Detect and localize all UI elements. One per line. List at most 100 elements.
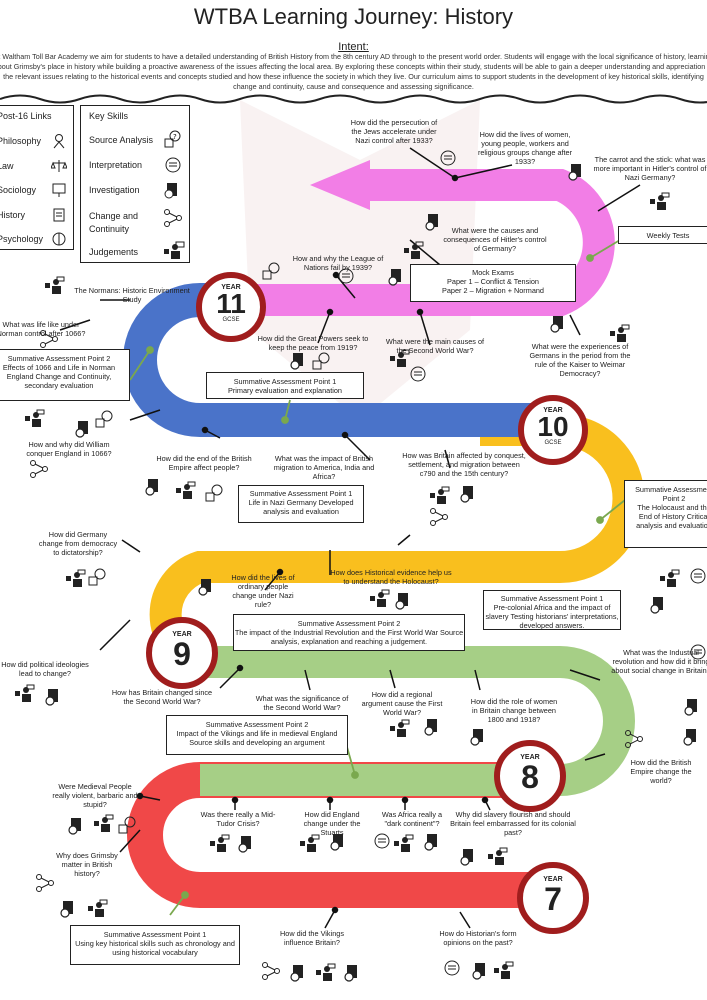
intent-heading: Intent: <box>338 41 369 53</box>
investigation-icon <box>684 698 698 716</box>
judgements-icon <box>299 834 320 853</box>
skill-change-continuity: Change and Continuity <box>89 211 139 234</box>
judgements-icon <box>209 834 230 853</box>
source-analysis-icon <box>118 816 136 834</box>
question-vikings: How did the Vikings influence Britain? <box>280 929 344 947</box>
question-dark-continent: Was Africa really a "dark continent"? <box>381 810 443 828</box>
investigation-icon <box>460 848 474 866</box>
investigation-icon <box>425 213 439 231</box>
change-continuity-icon <box>40 330 58 348</box>
link-sociology: Sociology <box>0 185 37 195</box>
question-end-empire: How did the end of the British Empire af… <box>156 454 252 472</box>
question-persecution-jews: How did the persecution of the Jews acce… <box>350 118 438 145</box>
question-slavery: Why did slavery flourish and should Brit… <box>450 810 576 837</box>
investigation-icon <box>344 964 358 982</box>
svg-text:?: ? <box>173 133 177 141</box>
judgements-icon <box>164 241 185 259</box>
judgements-icon <box>609 324 630 343</box>
judgements-icon <box>44 276 65 295</box>
wavy-divider <box>0 94 707 104</box>
investigation-icon <box>68 817 82 835</box>
investigation-icon <box>330 833 344 851</box>
question-stuarts: How did England change under the Stuarts <box>303 810 361 837</box>
question-germany-dictatorship: How did Germany change from democracy to… <box>38 530 118 557</box>
link-psychology: Psychology <box>0 234 44 244</box>
judgements-icon <box>315 963 336 982</box>
judgements-icon <box>389 719 410 738</box>
year-11-badge: YEAR 11 GCSE <box>196 272 266 342</box>
question-holocaust-evidence: How does Historical evidence help us to … <box>330 568 452 586</box>
question-ww2-significance: What was the significance of the Second … <box>255 694 349 712</box>
interpretation-icon <box>410 366 426 382</box>
question-industrial-revolution: What was the Industrial revolution and h… <box>611 648 707 675</box>
judgements-icon <box>487 847 508 866</box>
link-law: Law <box>0 161 14 171</box>
question-great-powers: How did the Great Powers seek to keep th… <box>257 334 369 352</box>
interpretation-icon <box>690 644 706 660</box>
scroll-icon <box>53 208 65 222</box>
judgements-icon <box>389 349 410 368</box>
judgements-icon <box>659 569 680 588</box>
question-mid-tudor: Was there really a Mid-Tudor Crisis? <box>200 810 276 828</box>
skill-source-analysis: Source Analysis <box>89 135 154 145</box>
link-history: History <box>0 210 26 220</box>
judgements-icon <box>14 684 35 703</box>
question-british-migration: What was the impact of British migration… <box>273 454 375 481</box>
key-skills-title: Key Skills <box>89 111 129 121</box>
question-ww2-causes: What were the main causes of the Second … <box>385 337 485 355</box>
question-hitler-causes: What were the causes and consequences of… <box>443 226 547 253</box>
judgements-icon <box>175 481 196 500</box>
investigation-icon <box>424 718 438 736</box>
question-normans-environment: The Normans: Historic Environment Study <box>74 286 190 304</box>
question-role-women: How did the role of women in Britain cha… <box>470 697 558 724</box>
source-analysis-icon <box>312 352 330 370</box>
interpretation-icon <box>374 833 390 849</box>
investigation-icon <box>60 900 74 918</box>
investigation-icon <box>238 835 252 853</box>
investigation-icon <box>650 596 664 614</box>
change-continuity-icon <box>30 460 48 478</box>
question-grimsby: Why does Grimsby matter in British histo… <box>56 851 118 878</box>
question-medieval-people: Were Medieval People really violent, bar… <box>52 782 138 809</box>
judgements-icon <box>87 899 108 918</box>
investigation-icon <box>145 478 159 496</box>
change-continuity-icon <box>164 209 182 227</box>
key-skills-panel: Key Skills Source Analysis Interpretatio… <box>80 105 190 263</box>
judgements-icon <box>493 961 514 980</box>
investigation-icon <box>472 962 486 980</box>
investigation-icon <box>568 163 582 181</box>
change-continuity-icon <box>36 874 54 892</box>
judgements-icon <box>393 834 414 853</box>
skill-interpretation: Interpretation <box>89 160 143 170</box>
source-analysis-icon <box>95 410 113 428</box>
skill-judgements: Judgements <box>89 247 139 257</box>
weekly-tests-box: Weekly Tests <box>618 226 707 244</box>
investigation-icon <box>164 183 177 199</box>
question-carrot-stick: The carrot and the stick: what was more … <box>593 155 707 182</box>
brain-icon <box>52 232 66 246</box>
source-analysis-icon <box>88 568 106 586</box>
year-9-badge: YEAR 9 <box>146 617 218 689</box>
question-historians: How do Historian's form opinions on the … <box>439 929 517 947</box>
question-norman-control: What was life like under Norman control … <box>0 320 86 338</box>
post16-links-panel: Post-16 Links Philosophy Law Sociology H… <box>0 105 74 250</box>
year-8-badge: YEAR 8 <box>494 740 566 812</box>
investigation-icon <box>290 964 304 982</box>
judgements-icon <box>403 241 424 260</box>
interpretation-icon <box>338 268 354 284</box>
thinker-icon <box>53 134 65 149</box>
link-philosophy: Philosophy <box>0 136 42 146</box>
change-continuity-icon <box>625 730 643 748</box>
interpretation-icon <box>440 150 456 166</box>
scales-icon <box>51 160 67 172</box>
question-empire-world: How did the British Empire change the wo… <box>630 758 692 785</box>
question-britain-since-ww2: How has Britain changed since the Second… <box>111 688 213 706</box>
